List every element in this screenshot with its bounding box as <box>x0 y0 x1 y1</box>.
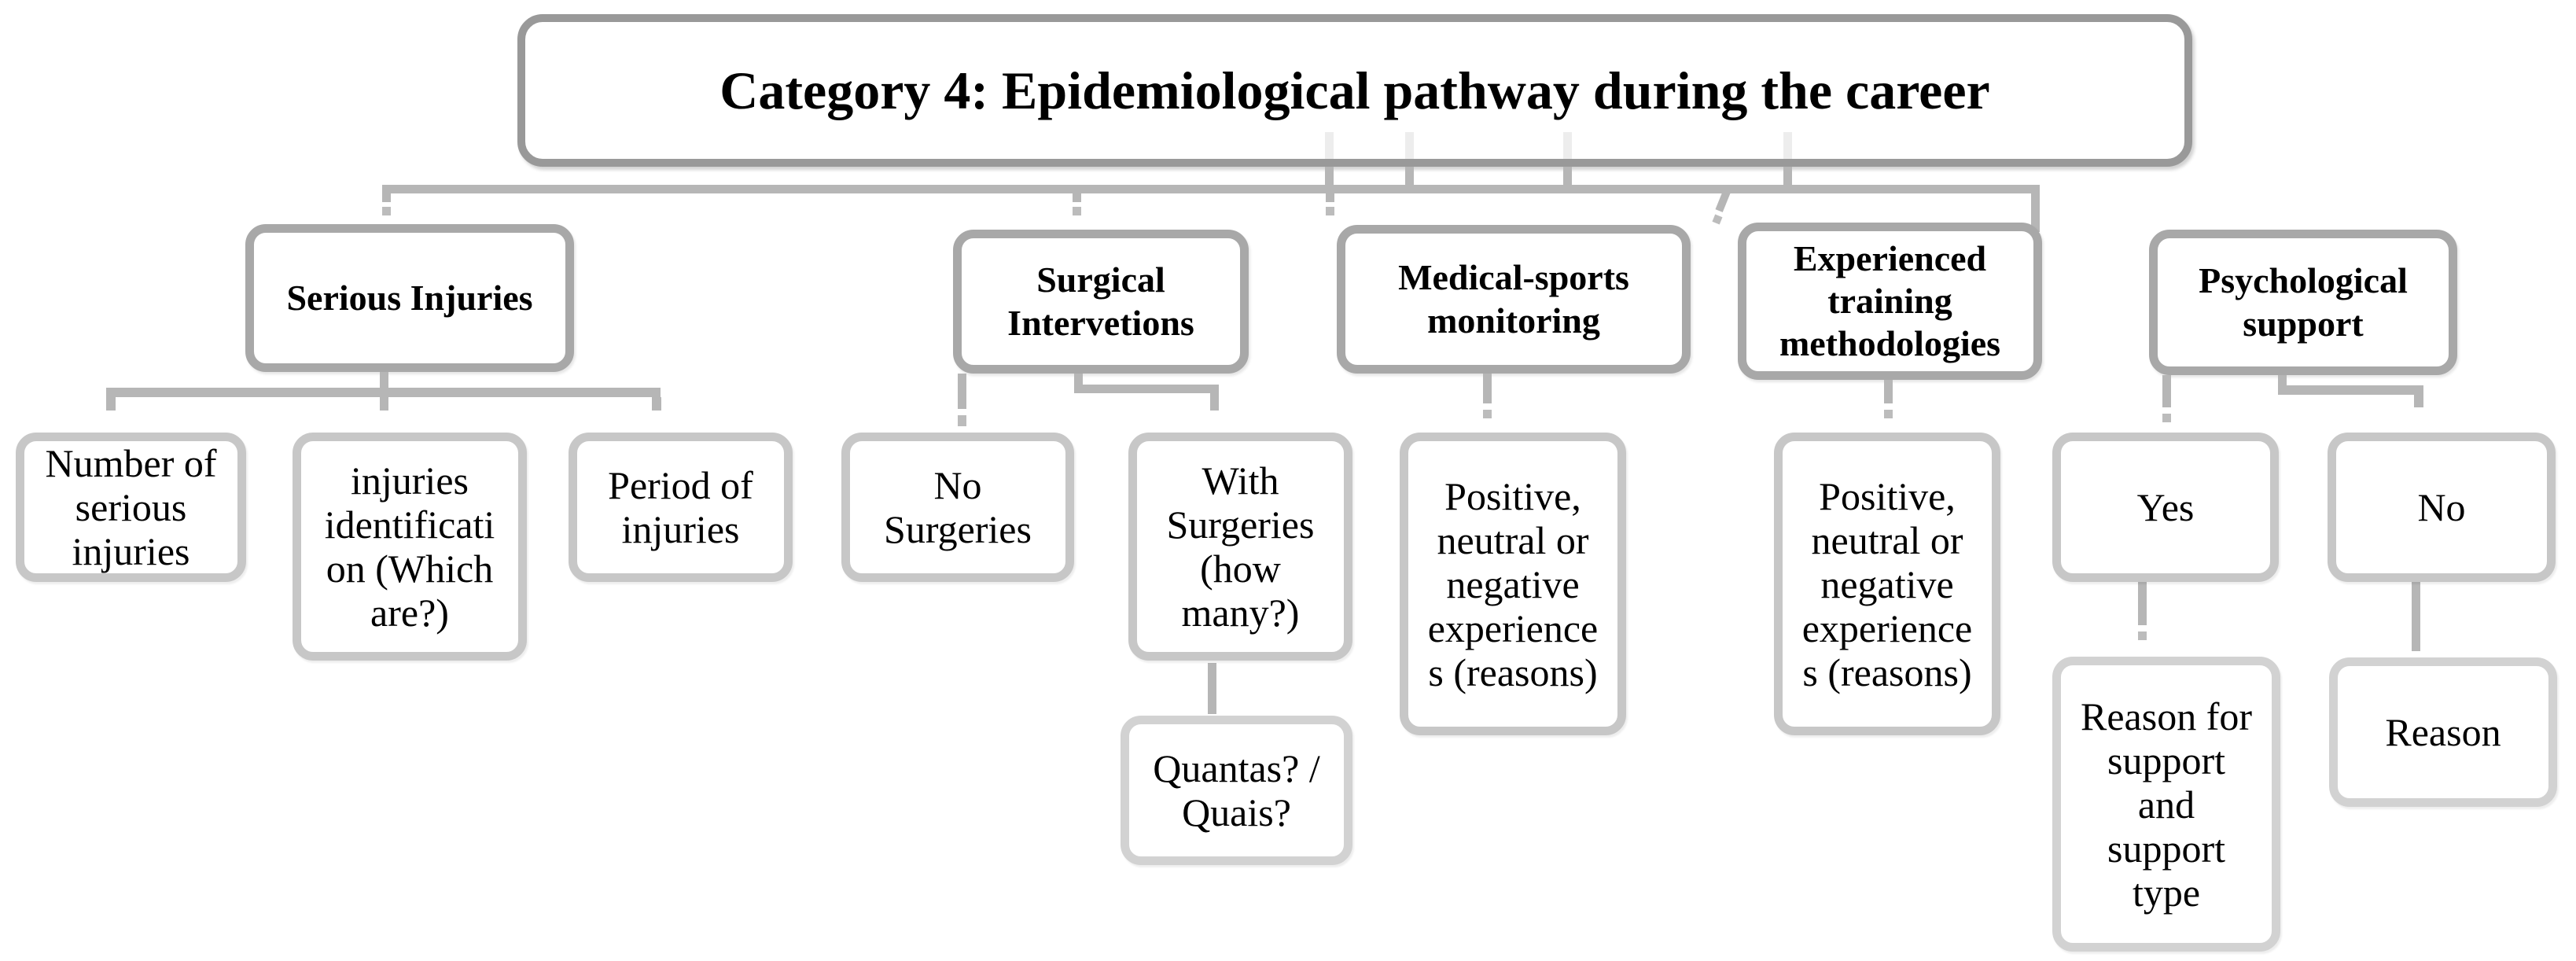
node-reason-for-support: Reason for support and support type <box>2052 657 2280 952</box>
connector-yes-drop <box>2162 375 2171 407</box>
connector-serious-dot <box>382 207 391 215</box>
connector-experienced-diagonal-dot <box>1712 214 1723 225</box>
connector-surgical-dot <box>1073 207 1081 215</box>
connector-reason-drop <box>2412 582 2420 651</box>
node-period-of-injuries: Period of injuries <box>569 433 793 582</box>
connector-training-experiences-drop <box>1884 380 1893 403</box>
connector-title-stub-1 <box>1325 167 1334 185</box>
node-no-surgeries-label: No Surgeries <box>884 463 1032 551</box>
node-support-yes-label: Yes <box>2136 485 2195 529</box>
node-injuries-identification: injuries identificati on (Which are?) <box>293 433 527 661</box>
node-medical-sports-monitoring: Medical-sports monitoring <box>1337 225 1691 374</box>
connector-title-faint-1 <box>1325 132 1334 159</box>
connector-no-horiz <box>2278 385 2423 395</box>
connector-serious-bar <box>106 388 661 397</box>
title-box: Category 4: Epidemiological pathway duri… <box>517 14 2192 167</box>
connector-reason-support-drop <box>2138 582 2147 625</box>
connector-with-surgeries-horiz <box>1074 385 1219 393</box>
node-quantas-quais: Quantas? / Quais? <box>1121 716 1352 865</box>
connector-serious-drop-center <box>380 397 388 411</box>
node-with-surgeries-label: With Surgeries (how many?) <box>1166 458 1315 635</box>
connector-no-surgeries-dash <box>958 415 966 426</box>
connector-medical-dot <box>1326 207 1334 215</box>
node-no-surgeries: No Surgeries <box>841 433 1074 582</box>
node-surgical-interventions: Surgical Intervetions <box>953 230 1249 374</box>
node-support-yes: Yes <box>2052 433 2279 582</box>
connector-medical-experiences-dot <box>1483 410 1492 418</box>
connector-title-faint-2 <box>1405 132 1414 159</box>
node-experiences-training: Positive, neutral or negative experience… <box>1774 433 2000 735</box>
connector-no-vert1 <box>2278 375 2287 395</box>
connector-title-faint-4 <box>1783 132 1792 159</box>
connector-bar-right-drop <box>2031 193 2040 232</box>
connector-with-surgeries-vert1 <box>1074 374 1083 393</box>
title-text: Category 4: Epidemiological pathway duri… <box>719 60 1990 120</box>
connector-quantas-drop <box>1208 663 1216 714</box>
connector-no-surgeries-drop <box>958 374 966 409</box>
node-psychological-support: Psychological support <box>2149 230 2457 375</box>
connector-with-surgeries-vert2 <box>1210 393 1219 411</box>
connector-main-bar <box>382 185 2040 193</box>
connector-title-stub-3 <box>1563 167 1572 185</box>
connector-medical-experiences-drop <box>1483 374 1492 403</box>
connector-title-stub-2 <box>1405 167 1414 185</box>
connector-surgical-stub <box>1073 193 1081 202</box>
node-reason-label: Reason <box>2385 710 2501 754</box>
connector-medical-stub <box>1326 193 1334 202</box>
connector-serious-down <box>380 372 388 388</box>
connector-no-vert2 <box>2414 395 2423 407</box>
connector-reason-support-dot <box>2138 631 2147 640</box>
connector-serious-stub <box>382 193 391 202</box>
connector-serious-drop-left <box>106 397 116 411</box>
node-with-surgeries: With Surgeries (how many?) <box>1128 433 1352 661</box>
connector-serious-drop-right <box>652 397 661 411</box>
node-surgical-interventions-label: Surgical Intervetions <box>1007 260 1194 343</box>
node-experiences-medical-label: Positive, neutral or negative experience… <box>1427 473 1599 694</box>
node-number-serious-injuries-label: Number of serious injuries <box>45 441 217 573</box>
node-experienced-training: Experienced training methodologies <box>1738 223 2042 380</box>
connector-training-experiences-dot <box>1884 410 1893 418</box>
node-serious-injuries-label: Serious Injuries <box>286 277 533 318</box>
node-period-of-injuries-label: Period of injuries <box>608 463 753 551</box>
connector-title-faint-3 <box>1563 132 1572 159</box>
connector-yes-dot <box>2162 414 2171 422</box>
node-psychological-support-label: Psychological support <box>2199 260 2408 344</box>
node-support-no-label: No <box>2417 485 2466 529</box>
node-number-serious-injuries: Number of serious injuries <box>16 433 246 582</box>
node-serious-injuries: Serious Injuries <box>245 224 574 372</box>
node-reason: Reason <box>2329 657 2557 807</box>
node-quantas-quais-label: Quantas? / Quais? <box>1153 746 1320 834</box>
node-medical-sports-monitoring-label: Medical-sports monitoring <box>1398 257 1629 341</box>
connector-title-stub-4 <box>1783 167 1792 185</box>
node-reason-for-support-label: Reason for support and support type <box>2081 694 2252 915</box>
connector-experienced-diagonal <box>1715 190 1731 212</box>
node-experienced-training-label: Experienced training methodologies <box>1779 237 2001 364</box>
node-support-no: No <box>2328 433 2556 582</box>
node-experiences-medical: Positive, neutral or negative experience… <box>1400 433 1626 735</box>
node-experiences-training-label: Positive, neutral or negative experience… <box>1801 473 1973 694</box>
node-injuries-identification-label: injuries identificati on (Which are?) <box>324 458 495 635</box>
